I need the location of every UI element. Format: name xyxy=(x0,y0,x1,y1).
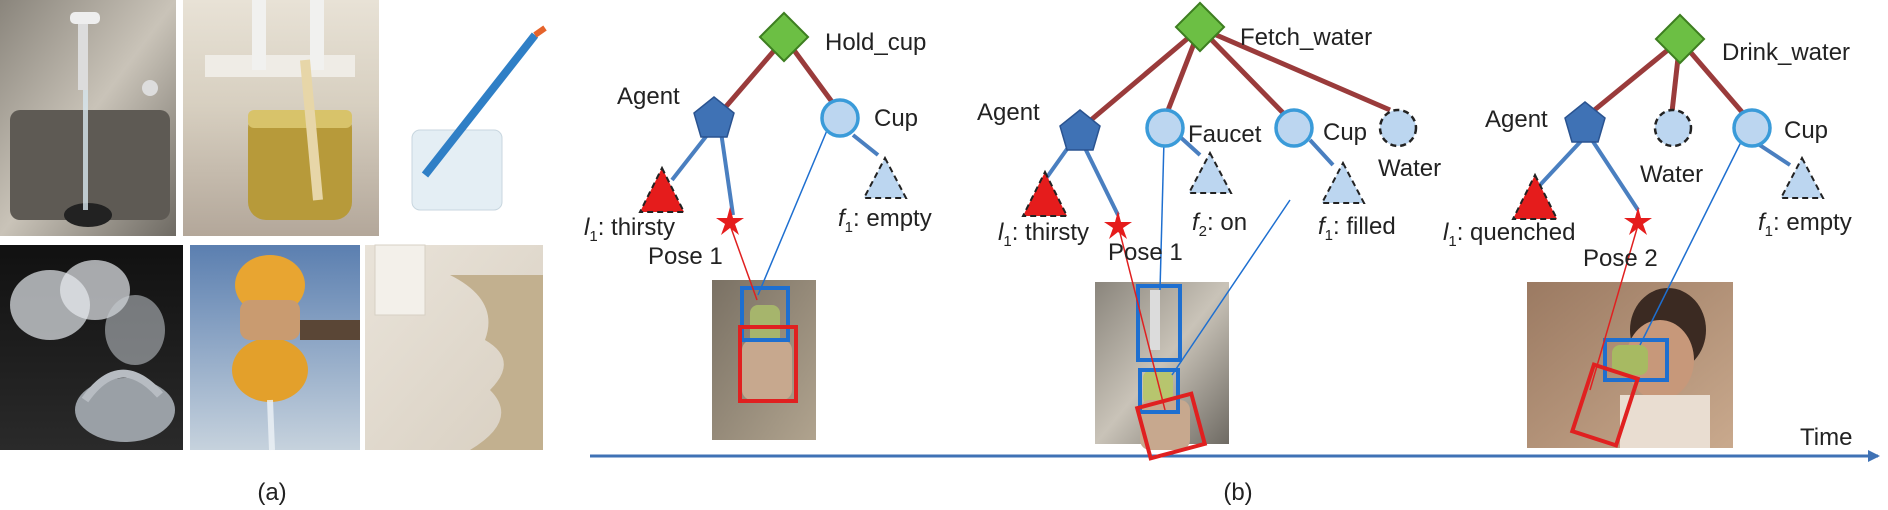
frame-1-photo xyxy=(712,280,816,440)
fluent-empty-node xyxy=(862,155,908,199)
fluent-filled-node xyxy=(1320,160,1366,204)
panel-a-caption: (a) xyxy=(257,479,286,506)
squeeze-sponge-photo xyxy=(190,245,360,451)
faucet-label: Faucet xyxy=(1188,121,1262,148)
cup-node xyxy=(820,98,860,138)
cup-node xyxy=(1274,108,1314,148)
agent-node xyxy=(1564,101,1606,143)
agent-node xyxy=(693,96,735,138)
fluent-thirsty-node xyxy=(638,165,686,213)
faucet-box xyxy=(1136,284,1182,362)
cup-label: Cup xyxy=(1784,117,1828,144)
graph-drink-water: Drink_water Agent Water Cup l1: quenched… xyxy=(1443,13,1852,448)
panel-b-caption: (b) xyxy=(1223,479,1252,506)
cup-label: Cup xyxy=(874,105,918,132)
cup-node xyxy=(1732,108,1772,148)
action-node xyxy=(758,11,810,63)
fluent-on-node xyxy=(1187,150,1233,194)
kettle-steam-photo xyxy=(0,245,183,450)
fluent-cup-label: f1: empty xyxy=(1758,209,1852,240)
agent-label: Agent xyxy=(1485,106,1548,133)
pose-star-node xyxy=(1624,207,1652,235)
faucet-sink-photo xyxy=(0,0,176,236)
action-label: Drink_water xyxy=(1722,39,1850,66)
fluent-thirsty-node xyxy=(1021,169,1069,217)
water-node xyxy=(1378,108,1418,148)
frame-3-photo xyxy=(1527,282,1733,448)
fluent-faucet-label: f2: on xyxy=(1192,209,1247,240)
action-label: Hold_cup xyxy=(825,29,926,56)
pose-star-node xyxy=(716,207,744,235)
panel-b: Time xyxy=(584,1,1880,506)
water-label: Water xyxy=(1378,155,1441,182)
fluent-agent-label: l1: thirsty xyxy=(998,219,1089,250)
pose-box xyxy=(1134,391,1208,461)
cup-box xyxy=(740,286,790,342)
graph-hold-cup: Hold_cup Agent Cup l1: thirsty f1: empty… xyxy=(584,11,932,440)
fluent-quenched-node xyxy=(1511,172,1559,220)
faucet-node xyxy=(1145,108,1185,148)
agent-label: Agent xyxy=(977,99,1040,126)
pose-box xyxy=(738,325,798,403)
panel-a: (a) xyxy=(0,0,547,506)
fluent-empty-node xyxy=(1779,155,1825,199)
pose-label: Pose 1 xyxy=(1108,239,1183,266)
agent-node xyxy=(1059,109,1101,151)
fluent-cup-label: f1: empty xyxy=(838,205,932,236)
pose-box xyxy=(1569,362,1641,448)
pencil-glass-photo xyxy=(386,0,547,236)
cup-label: Cup xyxy=(1323,119,1367,146)
cup-box xyxy=(1138,368,1180,414)
agent-label: Agent xyxy=(617,83,680,110)
action-node xyxy=(1174,1,1226,53)
water-node xyxy=(1653,108,1693,148)
time-label: Time xyxy=(1800,424,1852,451)
action-label: Fetch_water xyxy=(1240,24,1372,51)
action-node xyxy=(1654,13,1706,65)
fluent-cup-label: f1: filled xyxy=(1318,213,1396,244)
fluent-agent-label: l1: thirsty xyxy=(584,214,675,245)
wet-floor-photo xyxy=(365,244,543,450)
water-label: Water xyxy=(1640,161,1703,188)
fluent-agent-label: l1: quenched xyxy=(1443,219,1575,250)
juice-jar-photo xyxy=(183,0,379,236)
graph-fetch-water: Fetch_water Agent Faucet Cup Water l1: t… xyxy=(977,1,1441,461)
pose-star-node xyxy=(1104,211,1132,239)
frame-2-photo xyxy=(1095,282,1229,461)
pose-label: Pose 1 xyxy=(648,243,723,270)
pose-label: Pose 2 xyxy=(1583,245,1658,272)
